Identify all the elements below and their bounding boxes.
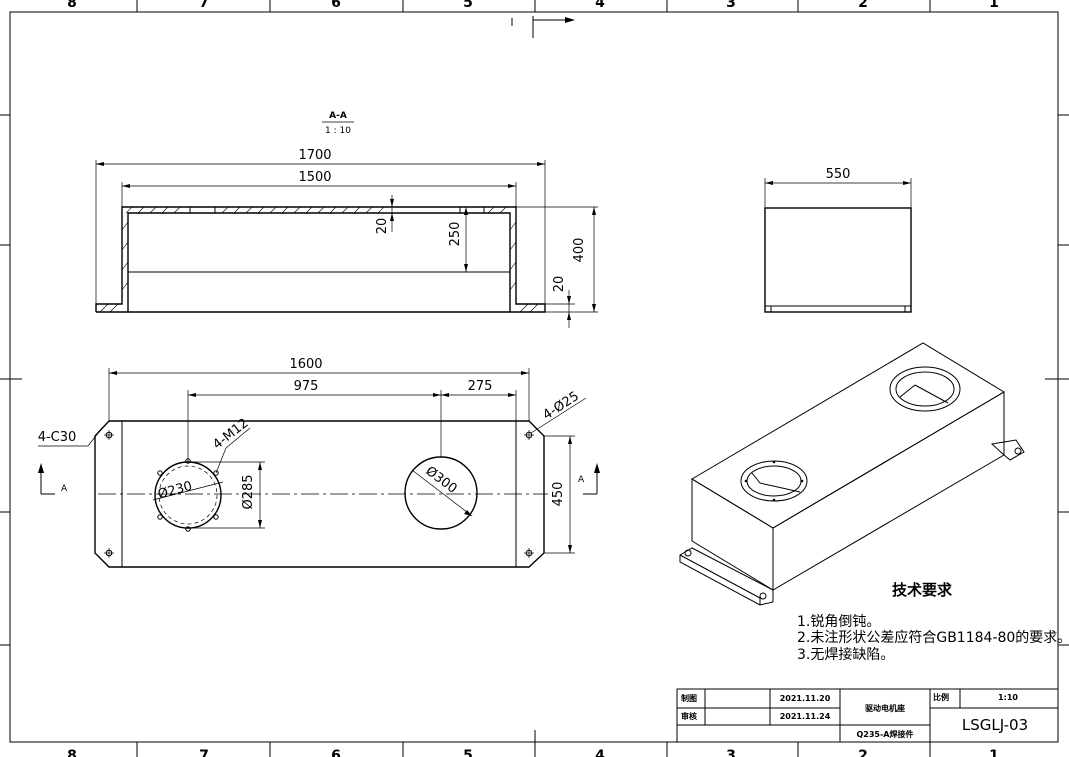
- section-label: A-A: [329, 111, 347, 121]
- side-view: 550: [764, 167, 912, 313]
- dim-bore-large: Ø300: [423, 464, 460, 497]
- tech-requirement-item: 3.无焊接缺陷。: [797, 646, 894, 663]
- zone-bottom-6: 6: [331, 748, 341, 757]
- dim-mount-holes: 4-Ø25: [540, 389, 582, 423]
- zone-labels-top: 8 7 6 5 4 3 2 1: [67, 0, 999, 11]
- section-mark-left-label: A: [61, 484, 68, 494]
- zone-bottom-2: 2: [858, 748, 868, 757]
- tech-requirements-title: 技术要求: [892, 581, 953, 599]
- tech-requirement-item: 2.未注形状公差应符合GB1184-80的要求。: [797, 629, 1069, 646]
- mount-hole-icon: [524, 430, 534, 440]
- technical-requirements: 技术要求 1.锐角倒钝。 2.未注形状公差应符合GB1184-80的要求。 3.…: [797, 581, 1069, 663]
- plan-view: 1600 975 275 450 Ø285 Ø230 Ø300: [38, 357, 600, 568]
- dim-bore-small: Ø285: [241, 474, 256, 509]
- zone-top-6: 6: [331, 0, 341, 11]
- title-part-name: 驱动电机座: [865, 703, 905, 713]
- title-scale-label: 比例: [933, 692, 949, 702]
- title-block: 制图 审核 2021.11.20 2021.11.24 驱动电机座 Q235-A…: [676, 688, 1059, 743]
- zone-bottom-3: 3: [726, 748, 736, 757]
- dim-plan-width: 450: [551, 482, 566, 507]
- mount-hole-icon: [104, 548, 114, 558]
- title-drawn-label: 制图: [681, 693, 697, 703]
- mount-hole-icon: [104, 430, 114, 440]
- zone-top-7: 7: [199, 0, 209, 11]
- title-material: Q235-A焊接件: [856, 729, 913, 739]
- zone-bottom-7: 7: [199, 748, 209, 757]
- title-drawn-date: 2021.11.20: [780, 694, 831, 703]
- title-scale-value: 1:10: [998, 693, 1018, 702]
- dim-inner-height: 250: [448, 222, 463, 247]
- mount-hole-icon: [524, 548, 534, 558]
- zone-labels-bottom: 8 7 6 5 4 3 2 1: [67, 748, 999, 757]
- zone-top-3: 3: [726, 0, 736, 11]
- zone-top-2: 2: [858, 0, 868, 11]
- section-mark-right-label: A: [578, 475, 585, 485]
- projection-arrow-icon: [511, 16, 575, 38]
- title-drawing-number: LSGLJ-03: [962, 716, 1028, 734]
- zone-top-4: 4: [595, 0, 605, 11]
- plan-outline: [94, 420, 545, 568]
- dim-side-width: 550: [826, 167, 851, 182]
- zone-top-8: 8: [67, 0, 77, 11]
- zone-bottom-1: 1: [989, 748, 999, 757]
- section-mark-left: A: [38, 463, 68, 495]
- zone-bottom-5: 5: [463, 748, 473, 757]
- section-profile-inner: [127, 212, 511, 312]
- zone-bottom-4: 4: [595, 748, 605, 757]
- section-scale: 1 : 10: [325, 126, 351, 136]
- dim-hole-spacing: 975: [294, 379, 319, 394]
- isometric-view: [679, 342, 1025, 606]
- zone-top-5: 5: [463, 0, 473, 11]
- title-checked-date: 2021.11.24: [780, 712, 831, 721]
- section-view: A-A 1 : 10: [95, 111, 598, 328]
- tech-requirement-item: 1.锐角倒钝。: [797, 614, 880, 630]
- section-profile-outer: [95, 206, 546, 313]
- zone-top-1: 1: [989, 0, 999, 11]
- dim-plate-thickness: 20: [375, 218, 390, 235]
- title-checked-label: 审核: [681, 711, 697, 721]
- zone-bottom-8: 8: [67, 748, 77, 757]
- dim-pitch-circle: Ø230: [156, 479, 194, 503]
- section-hatching: [99, 206, 539, 313]
- dim-total-height: 400: [572, 238, 587, 263]
- dim-corner-chamfer: 4-C30: [38, 430, 77, 445]
- dim-foot-thickness: 20: [552, 276, 567, 293]
- dim-plan-length: 1600: [289, 357, 322, 372]
- dim-overall-length: 1700: [298, 148, 331, 163]
- dim-inner-length: 1500: [298, 170, 331, 185]
- section-mark-right: A: [578, 463, 600, 495]
- bore-large: [404, 456, 478, 530]
- dim-edge-offset: 275: [468, 379, 493, 394]
